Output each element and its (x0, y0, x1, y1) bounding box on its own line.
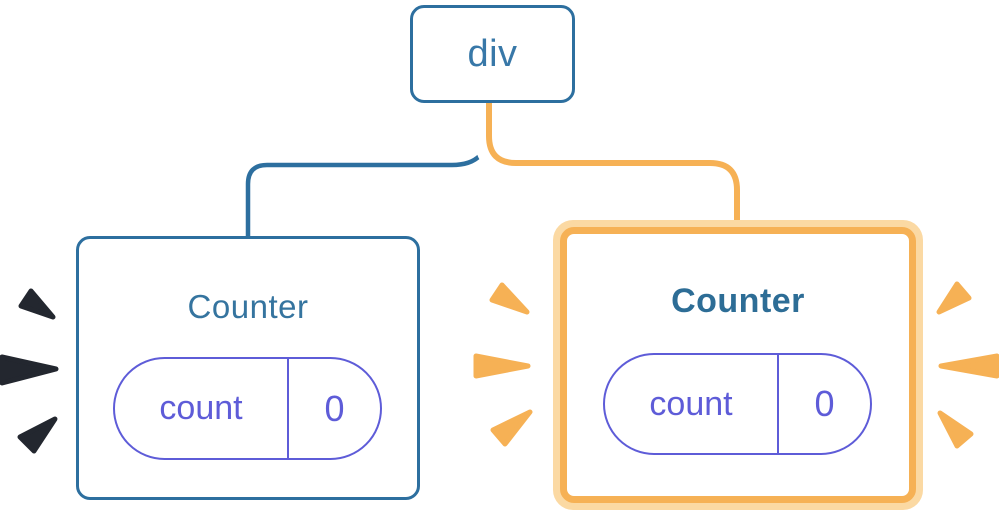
spark-icon (0, 354, 59, 386)
state-value: 0 (287, 359, 380, 458)
spark-icon (17, 416, 58, 454)
render-sparks-left (0, 288, 59, 454)
render-sparks-right-inner (473, 282, 533, 447)
spark-icon (938, 353, 999, 379)
counter-card-right: Counter count 0 (560, 227, 916, 503)
state-name: count (649, 384, 733, 423)
state-pill: count 0 (113, 357, 382, 460)
root-node-div: div (410, 5, 575, 103)
spark-icon (489, 282, 530, 315)
connector-right-edge (486, 100, 740, 232)
state-value: 0 (777, 355, 870, 453)
spark-icon (18, 288, 56, 320)
spark-icon (937, 410, 974, 449)
counter-card-right-highlight: Counter count 0 (553, 220, 923, 510)
counter-card-left: Counter count 0 (76, 236, 420, 500)
counter-title: Counter (671, 282, 805, 320)
spark-icon (473, 353, 531, 379)
render-sparks-right-outer (936, 281, 999, 449)
spark-icon (490, 409, 533, 447)
state-name: count (159, 389, 243, 427)
state-pill: count 0 (603, 353, 872, 455)
spark-icon (936, 281, 972, 315)
root-node-label: div (467, 32, 518, 75)
connector-left-edge (245, 101, 492, 240)
counter-title: Counter (187, 288, 309, 325)
